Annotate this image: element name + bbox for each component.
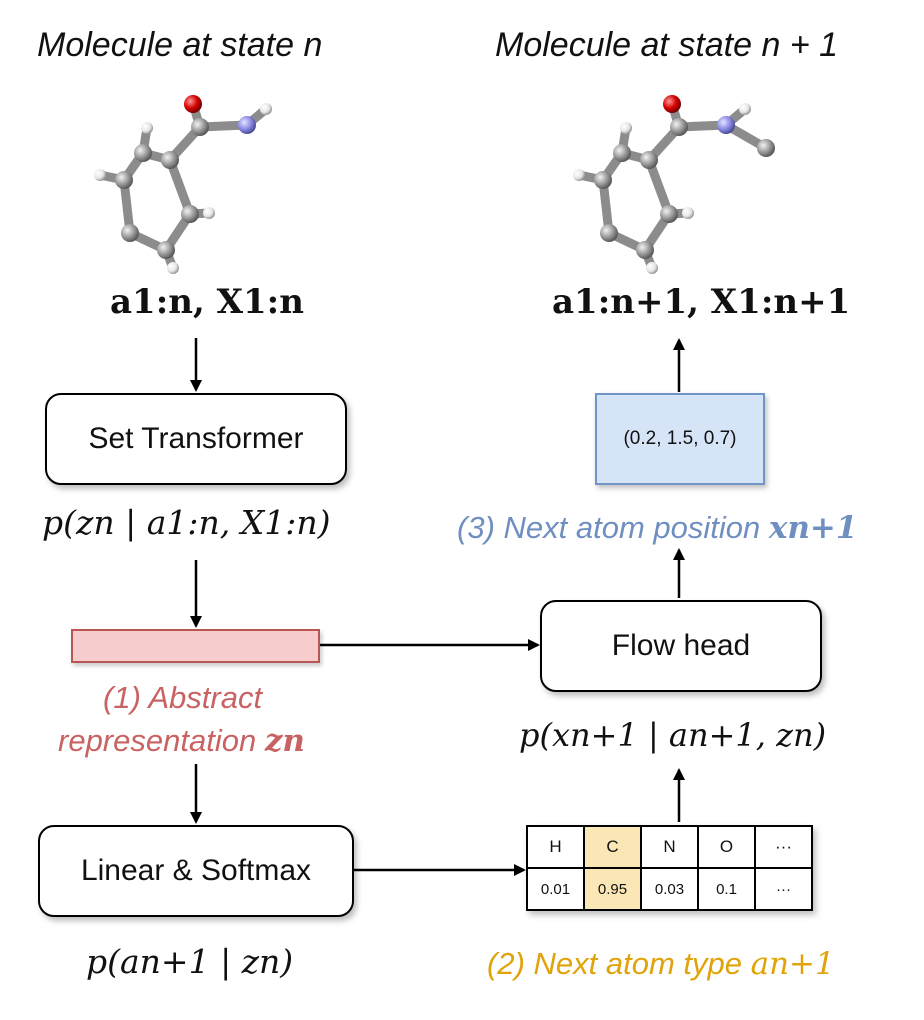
output-set-label: a1:n+1, X1:n+1 <box>552 282 850 322</box>
carbon-atom <box>161 151 179 169</box>
title-left: Molecule at state n <box>37 26 322 65</box>
output-set-text: a1:n+1, X1:n+1 <box>552 282 851 322</box>
atom-symbol-row: H C N O ··· <box>526 825 813 869</box>
flow-head-box: Flow head <box>540 600 822 692</box>
hydrogen-atom <box>203 207 215 219</box>
carbon-atom <box>594 171 612 189</box>
hydrogen-atom <box>573 169 585 181</box>
atom-prob-cell: 0.1 <box>697 867 756 911</box>
molecule-left-atoms <box>94 95 272 274</box>
atom-symbol-cell: H <box>526 825 585 869</box>
carbon-atom <box>115 171 133 189</box>
oxygen-atom <box>663 95 681 113</box>
new-carbon-atom <box>757 139 775 157</box>
input-set-label: a1:n, X1:n <box>110 282 304 322</box>
atom-symbol-cell-selected: C <box>583 825 642 869</box>
set-transformer-box: Set Transformer <box>45 393 347 485</box>
molecule-right-atoms <box>573 95 775 274</box>
abstract-caption-line2: representation zn <box>58 723 305 759</box>
next-position-symbol: xn+1 <box>768 510 858 546</box>
posterior-text: p(zn | a1:n, X1:n) <box>42 503 331 542</box>
title-right: Molecule at state n + 1 <box>495 26 838 65</box>
type-dist-label: p(an+1 | zn) <box>86 942 293 981</box>
carbon-atom <box>640 151 658 169</box>
abstract-caption-line1-text: (1) Abstract <box>103 680 263 715</box>
position-dist-text: p(xn+1 | an+1, zn) <box>519 716 827 754</box>
nitrogen-atom <box>238 116 256 134</box>
next-type-symbol: an+1 <box>750 946 835 982</box>
flow-head-label: Flow head <box>611 629 751 662</box>
atom-prob-cell: 0.03 <box>640 867 699 911</box>
linear-softmax-label: Linear & Softmax <box>80 854 312 887</box>
carbon-atom <box>636 241 654 259</box>
posterior-label: p(zn | a1:n, X1:n) <box>42 503 331 542</box>
hydrogen-atom <box>94 169 106 181</box>
next-position-text: (3) Next atom position <box>457 510 761 545</box>
carbon-atom <box>613 144 631 162</box>
carbon-atom <box>181 205 199 223</box>
linear-softmax-box: Linear & Softmax <box>38 825 354 917</box>
nitrogen-atom <box>717 116 735 134</box>
atom-symbol-cell: O <box>697 825 756 869</box>
hydrogen-atom <box>620 122 632 134</box>
hydrogen-atom <box>682 207 694 219</box>
carbon-atom <box>121 224 139 242</box>
next-position-caption: (3) Next atom position xn+1 <box>457 510 857 546</box>
input-set-text: a1:n, X1:n <box>110 282 304 322</box>
position-value-box: (0.2, 1.5, 0.7) <box>595 393 765 485</box>
hydrogen-atom <box>739 103 751 115</box>
next-type-caption: (2) Next atom type an+1 <box>487 946 835 982</box>
hydrogen-atom <box>260 103 272 115</box>
carbon-atom <box>660 205 678 223</box>
atom-symbol-cell: N <box>640 825 699 869</box>
oxygen-atom <box>184 95 202 113</box>
abstract-caption-line2-text: representation <box>58 723 257 758</box>
title-left-text: Molecule at state n <box>37 26 323 64</box>
abstract-symbol: zn <box>264 723 305 759</box>
hydrogen-atom <box>141 122 153 134</box>
abstract-representation-bar <box>71 629 320 663</box>
atom-prob-row: 0.01 0.95 0.03 0.1 ··· <box>526 867 813 911</box>
carbon-atom <box>157 241 175 259</box>
atom-prob-cell-selected: 0.95 <box>583 867 642 911</box>
carbon-atom <box>600 224 618 242</box>
atom-type-table: H C N O ··· 0.01 0.95 0.03 0.1 ··· <box>526 825 813 911</box>
hydrogen-atom <box>646 262 658 274</box>
position-value-text: (0.2, 1.5, 0.7) <box>623 428 737 449</box>
carbon-atom <box>191 118 209 136</box>
atom-symbol-cell-more: ··· <box>754 825 813 869</box>
set-transformer-label: Set Transformer <box>88 422 304 455</box>
position-dist-label: p(xn+1 | an+1, zn) <box>519 716 826 754</box>
title-right-text: Molecule at state n + 1 <box>495 26 839 64</box>
carbon-atom <box>670 118 688 136</box>
atom-prob-cell-more: ··· <box>754 867 813 911</box>
next-type-text: (2) Next atom type <box>487 946 742 981</box>
atom-prob-cell: 0.01 <box>526 867 585 911</box>
type-dist-text: p(an+1 | zn) <box>86 942 294 981</box>
carbon-atom <box>134 144 152 162</box>
hydrogen-atom <box>167 262 179 274</box>
abstract-caption-line1: (1) Abstract <box>103 680 262 716</box>
